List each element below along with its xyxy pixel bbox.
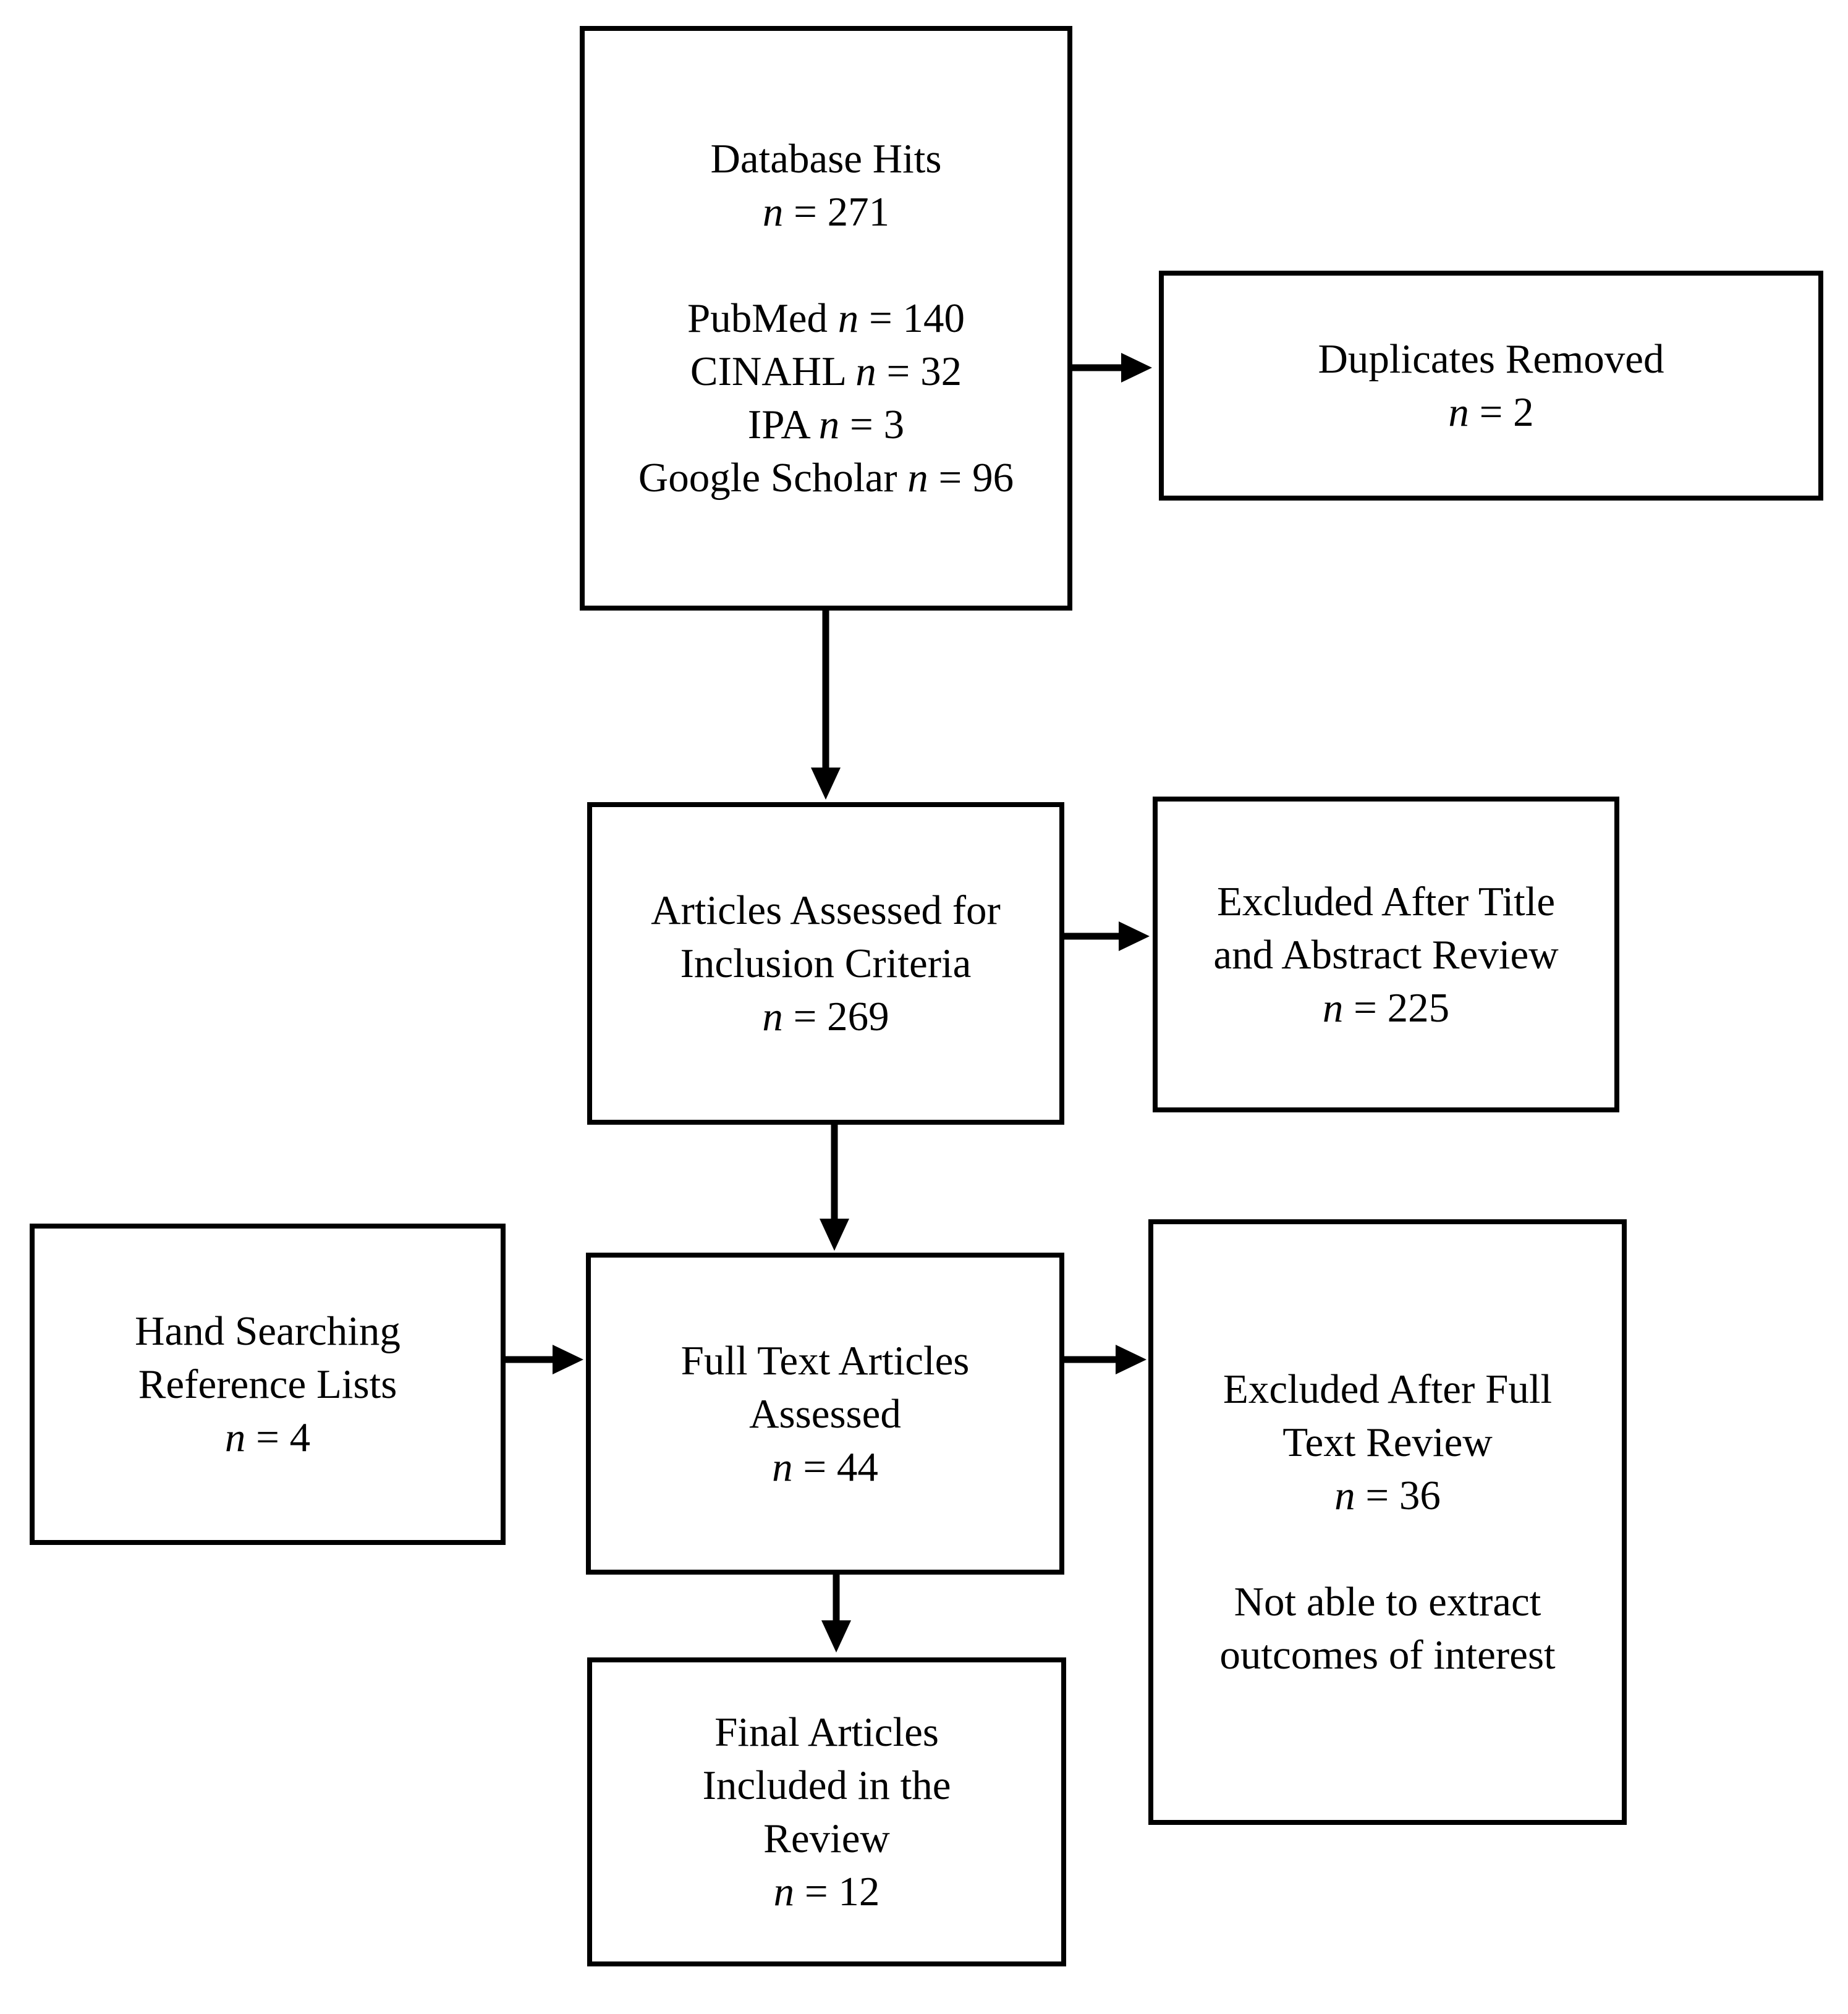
arrow-full-text-to-final-articles [821, 1575, 851, 1652]
arrow-articles-assessed-to-excluded-title [1064, 921, 1150, 951]
arrow-database-to-articles-assessed [811, 611, 841, 800]
arrow-full-text-to-excluded-full-text [1064, 1345, 1147, 1374]
arrow-hand-searching-to-full-text [506, 1345, 583, 1374]
arrow-database-to-duplicates [1072, 353, 1152, 383]
arrow-articles-assessed-to-full-text [820, 1125, 849, 1251]
